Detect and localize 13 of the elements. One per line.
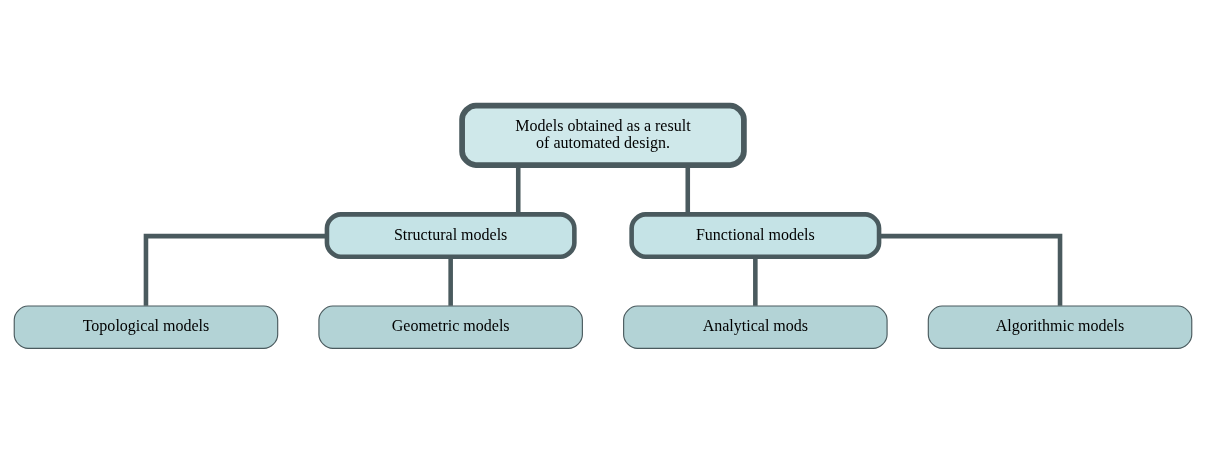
node-box: Structural models <box>324 212 577 260</box>
node-box: Functional models <box>629 212 882 260</box>
node-box: Models obtained as a result of automated design. <box>459 102 747 168</box>
connector <box>515 165 521 215</box>
node-box: Analytical mods <box>623 305 888 349</box>
node-box: Topological models <box>13 305 279 349</box>
connector <box>753 256 758 306</box>
connector <box>143 233 327 306</box>
node-box: Algorithmic models <box>927 305 1193 349</box>
node-box: Geometric models <box>318 305 583 349</box>
connector <box>685 165 691 215</box>
connector <box>879 233 1063 306</box>
connector <box>448 256 453 306</box>
